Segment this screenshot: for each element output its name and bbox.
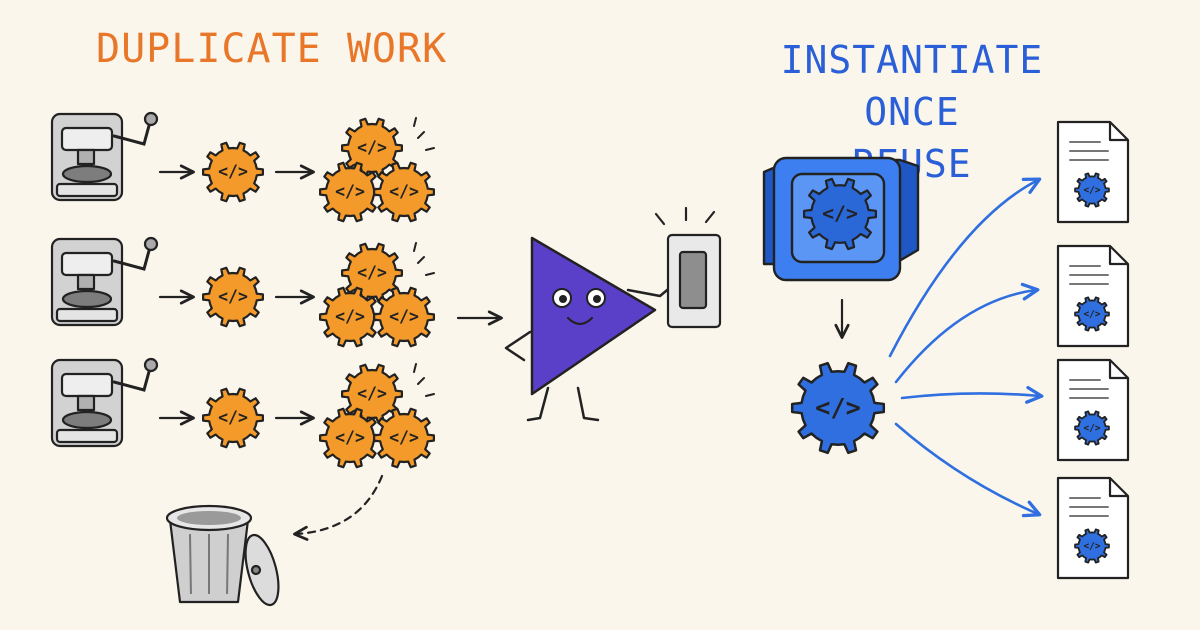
code-gear-icon: </> <box>373 286 435 348</box>
reuse-arrow <box>894 282 1040 384</box>
gear-code-label: </> <box>218 287 248 306</box>
doc-code-gear-icon: </> <box>1074 528 1110 564</box>
gear-cluster: </> </> </> <box>319 242 435 348</box>
code-gear-icon: </> <box>202 387 264 449</box>
gear-code-label: </> <box>1084 185 1101 196</box>
code-gear-icon: </> <box>202 266 264 328</box>
gear-code-label: </> <box>357 384 387 403</box>
gear-code-label: </> <box>335 182 365 201</box>
diagram-layer: </></></></></></></></></></></></></><… <box>50 111 1130 607</box>
doc-code-gear-icon: </> <box>1074 296 1110 332</box>
gear-code-label: </> <box>1084 541 1101 552</box>
gear-code-label: </> <box>389 307 419 326</box>
title-duplicate-work: DUPLICATE WORK <box>96 26 448 72</box>
doc-code-gear-icon: </> <box>1074 172 1110 208</box>
gear-code-label: </> <box>1084 309 1101 320</box>
discard-arrow <box>293 474 384 541</box>
gear-code-label: </> <box>389 428 419 447</box>
press-machine-icon <box>50 236 159 327</box>
code-gear-icon: </> <box>202 141 264 203</box>
doc-code-gear-icon: </> <box>1074 410 1110 446</box>
code-gear-icon: </> <box>319 161 381 223</box>
gear-code-label: </> <box>357 263 387 282</box>
reuse-arrow <box>888 177 1042 358</box>
sparkle-marks <box>413 117 435 151</box>
document-icon <box>1056 476 1130 580</box>
light-switch-icon <box>654 206 722 329</box>
sparkle-marks <box>413 242 435 276</box>
blue-module-box-icon: </> <box>762 156 920 282</box>
reuse-arrow <box>894 422 1042 518</box>
code-gear-icon: </> <box>373 161 435 223</box>
gear-code-label: </> <box>218 162 248 181</box>
title-right-line1: INSTANTIATE ONCE <box>780 38 1044 134</box>
gear-code-label: </> <box>335 428 365 447</box>
code-gear-icon: </> <box>319 407 381 469</box>
gear-code-label: </> <box>815 393 861 422</box>
gear-code-label: </> <box>389 182 419 201</box>
document-icon <box>1056 244 1130 348</box>
module-code-gear-icon: </> <box>803 177 877 251</box>
code-gear-icon: </> <box>319 286 381 348</box>
gear-code-label: </> <box>357 138 387 157</box>
code-gear-icon: </> <box>373 407 435 469</box>
gear-code-label: </> <box>218 408 248 427</box>
gear-cluster: </> </> </> <box>319 363 435 469</box>
switch-sparkle <box>654 206 716 226</box>
press-machine-icon <box>50 357 159 448</box>
document-icon <box>1056 358 1130 462</box>
gear-code-label: </> <box>335 307 365 326</box>
gear-code-label: </> <box>822 202 858 225</box>
shared-code-gear-icon: </> <box>790 361 886 455</box>
sparkle-marks <box>413 363 435 397</box>
trash-can-icon <box>165 504 280 607</box>
document-icon <box>1056 120 1130 224</box>
press-machine-icon <box>50 111 159 202</box>
gear-code-label: </> <box>1084 423 1101 434</box>
gear-cluster: </> </> </> <box>319 117 435 223</box>
triangle-mascot <box>504 236 674 422</box>
reuse-arrow <box>900 386 1044 404</box>
